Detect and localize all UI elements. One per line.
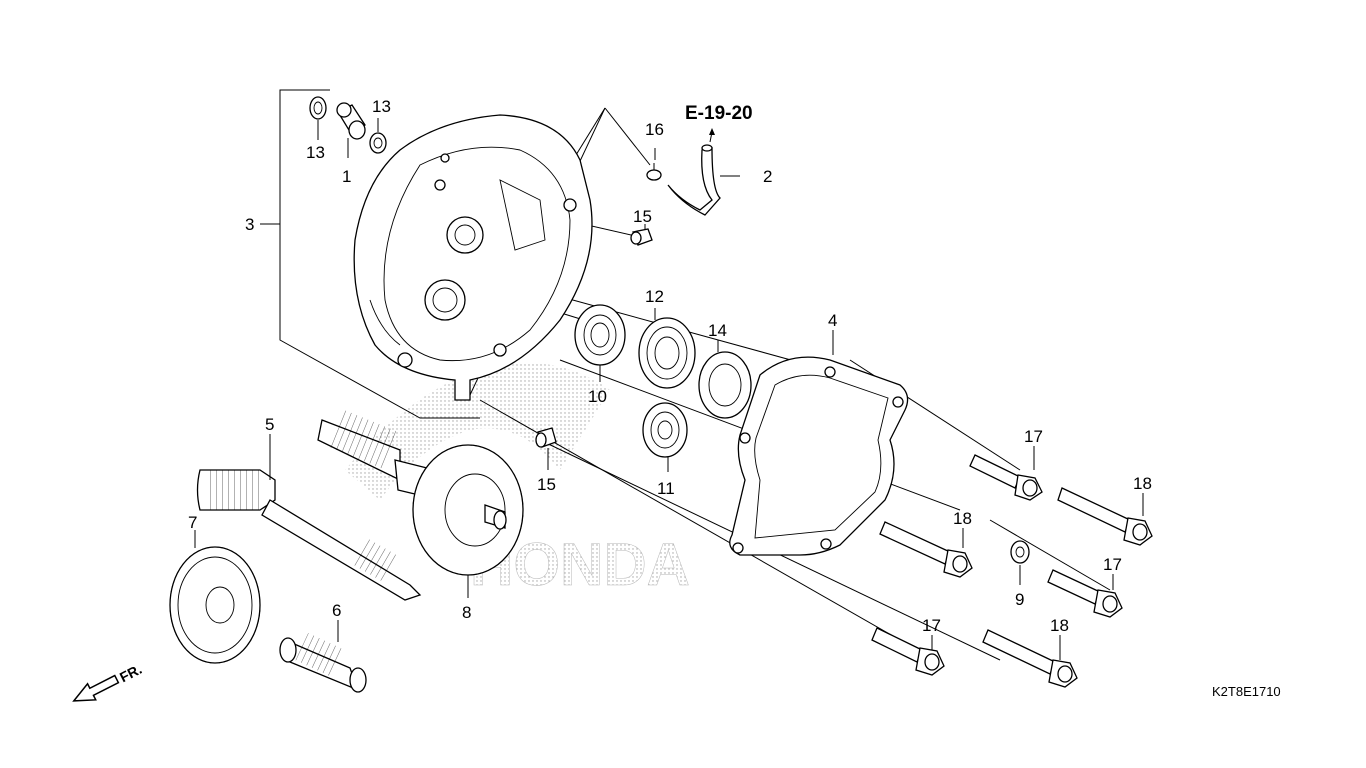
callout-16: 16 xyxy=(645,120,664,139)
bolt-17b xyxy=(1047,569,1123,618)
callout-13a: 13 xyxy=(306,143,325,162)
clip-16 xyxy=(646,163,662,181)
countershaft-5 xyxy=(196,469,422,601)
bolt-18c xyxy=(982,629,1078,688)
callout-12: 12 xyxy=(645,287,664,306)
callout-3: 3 xyxy=(245,215,254,234)
callout-17c: 17 xyxy=(922,616,941,635)
oil-seal-13b xyxy=(369,132,387,154)
bolt-18a xyxy=(1057,487,1153,546)
callout-15b: 15 xyxy=(537,475,556,494)
callout-5: 5 xyxy=(265,415,274,434)
callout-11: 11 xyxy=(657,479,675,498)
callout-6: 6 xyxy=(332,601,341,620)
bolt-17a xyxy=(969,454,1043,501)
bearing-12 xyxy=(638,317,696,389)
callout-18b: 18 xyxy=(953,509,972,528)
dowel-pin-15a xyxy=(630,228,653,246)
gasket-4 xyxy=(729,356,909,556)
pinion-6 xyxy=(279,632,367,693)
arrow-left-icon xyxy=(72,674,120,702)
callout-9: 9 xyxy=(1015,590,1024,609)
driveshaft-8 xyxy=(317,410,524,576)
washer-9 xyxy=(1010,540,1030,564)
front-label: FR. xyxy=(117,661,144,685)
bush-1 xyxy=(336,102,366,140)
final-gear-7 xyxy=(169,546,261,664)
bolt-17c xyxy=(871,627,945,676)
oil-seal-13a xyxy=(309,96,327,120)
callout-10: 10 xyxy=(588,387,607,406)
callout-4: 4 xyxy=(828,311,837,330)
breather-hose-2 xyxy=(667,128,721,216)
honda-watermark: HONDA xyxy=(345,362,690,598)
callout-8: 8 xyxy=(462,603,471,622)
dowel-pin-15b xyxy=(535,427,557,448)
watermark-text: HONDA xyxy=(470,531,690,598)
drawing-code: K2T8E1710 xyxy=(1212,684,1281,699)
callout-7: 7 xyxy=(188,513,197,532)
callout-17b: 17 xyxy=(1103,555,1122,574)
bolt-18b xyxy=(879,521,973,578)
bearing-10 xyxy=(574,304,626,366)
callout-14: 14 xyxy=(708,321,727,340)
callout-18a: 18 xyxy=(1133,474,1152,493)
callout-1: 1 xyxy=(342,167,351,186)
oil-seal-14 xyxy=(698,351,752,419)
callout-13b: 13 xyxy=(372,97,391,116)
transmission-case xyxy=(353,114,593,401)
bearing-11 xyxy=(642,402,688,458)
callout-labels: 1 2 3 4 5 6 7 8 9 10 11 12 13 13 14 15 1… xyxy=(188,97,1152,635)
case-assembly-bracket xyxy=(260,89,480,419)
section-reference[interactable]: E-19-20 xyxy=(685,103,753,124)
callout-2: 2 xyxy=(763,167,772,186)
callout-18c: 18 xyxy=(1050,616,1069,635)
callout-17a: 17 xyxy=(1024,427,1043,446)
callout-leaders xyxy=(194,118,1144,660)
callout-15a: 15 xyxy=(633,207,652,226)
front-arrow: FR. xyxy=(72,661,144,702)
